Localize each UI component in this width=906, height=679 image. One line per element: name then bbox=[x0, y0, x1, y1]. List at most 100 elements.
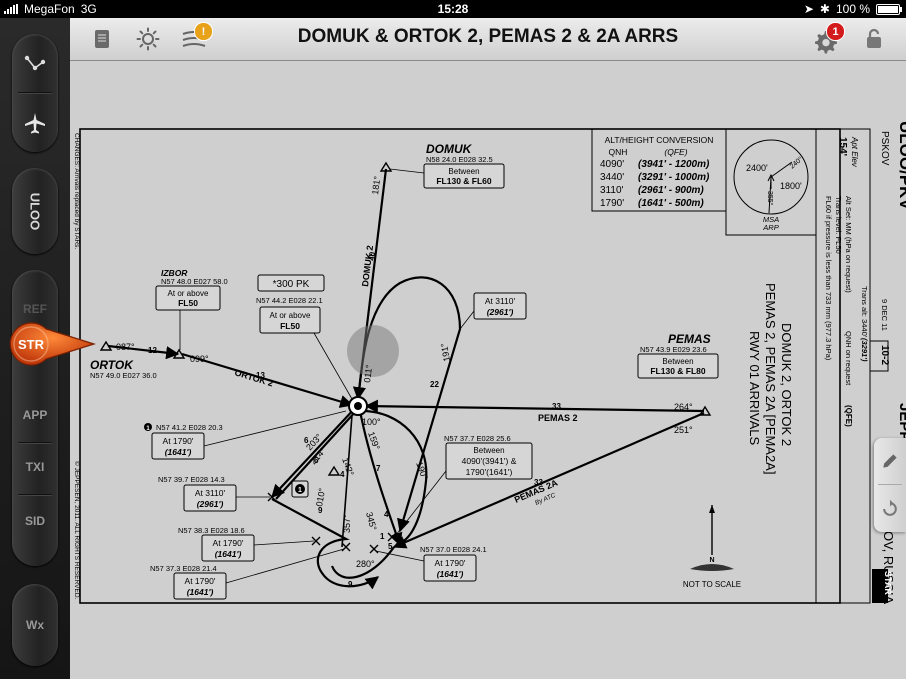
waypoint-alt: At 1790' bbox=[435, 558, 466, 568]
conv-row-qnh: 4090' bbox=[600, 159, 624, 170]
waypoint-cross bbox=[267, 492, 277, 502]
waypoint-alt: At 1790' bbox=[163, 436, 194, 446]
clock: 15:28 bbox=[437, 2, 469, 16]
distance-label: 4 bbox=[340, 470, 345, 479]
note-1-marker-plan: 1 bbox=[298, 487, 302, 494]
conv-row-qnh: 3110' bbox=[600, 185, 624, 196]
airplane-icon bbox=[25, 113, 45, 134]
fix-ortok-name: ORTOK bbox=[90, 358, 134, 372]
msa-bearing-355: 355° bbox=[766, 191, 774, 206]
conv-row-qnh: 1790' bbox=[600, 198, 624, 209]
waypoint-between-label: Between bbox=[473, 446, 504, 455]
route-leg-east-loop bbox=[361, 409, 428, 545]
settings-button[interactable]: 1 bbox=[812, 22, 846, 56]
fix-pemas-coords: N57 43.9 E029 23.6 bbox=[640, 345, 707, 354]
fix-pemas-symbol bbox=[698, 405, 712, 416]
bearing-label: 087° bbox=[116, 342, 135, 352]
nav-ref[interactable]: REF bbox=[23, 302, 47, 316]
route-leg-159 bbox=[358, 410, 403, 547]
nav-app[interactable]: APP bbox=[22, 408, 48, 422]
waypoint-alt: At 3110' bbox=[195, 488, 226, 498]
fix-domuk-constraint-label: Between bbox=[448, 167, 479, 176]
fix-izbor-coords: N57 48.0 E027 58.0 bbox=[161, 277, 228, 286]
carrier-label: MegaFon bbox=[24, 2, 75, 16]
sun-brightness-icon[interactable] bbox=[136, 27, 160, 51]
airport-code: ULOO/PKV bbox=[896, 121, 906, 210]
fix-300pk-constraint: FL50 bbox=[280, 321, 300, 331]
distance-label: 9 bbox=[348, 580, 353, 589]
alerts-badge: ! bbox=[194, 22, 213, 41]
airport-button[interactable]: ULOO bbox=[12, 186, 58, 236]
route-leg-6 bbox=[275, 410, 357, 500]
pencil-icon bbox=[883, 454, 897, 468]
conversion-title: ALT/HEIGHT CONVERSION bbox=[605, 135, 714, 145]
fix-izbor-constraint: FL50 bbox=[178, 298, 198, 308]
distance-label: 5 bbox=[388, 542, 393, 551]
bearing-label: 099° bbox=[190, 354, 209, 364]
distance-label: 40 bbox=[367, 251, 377, 261]
route-pemas2a bbox=[392, 411, 705, 549]
signal-bars-icon bbox=[4, 4, 18, 14]
procedure-title-2: PEMAS 2, PEMAS 2A [PEMA2A] bbox=[763, 283, 778, 474]
qfe-label: (QFE) bbox=[844, 405, 853, 427]
nav-str-active[interactable]: STR bbox=[8, 321, 96, 367]
sidebar-top-group bbox=[12, 34, 58, 152]
approach-chart: CHANGES: Arrivals replaced by STARs. © J… bbox=[73, 121, 906, 605]
distance-label: 7 bbox=[376, 464, 381, 473]
route-ortok2 bbox=[181, 352, 354, 408]
msa-alt-right: 1800' bbox=[780, 181, 802, 191]
alt-set-note: Alt Set: MM (hPa on request) bbox=[844, 196, 853, 293]
waypoint-alt: 4090'(3941') & bbox=[462, 456, 517, 466]
pencil-button[interactable] bbox=[874, 438, 906, 484]
waypoint-qfe: (2961') bbox=[197, 499, 224, 509]
waypoint-coords: N57 37.3 E028 21.4 bbox=[150, 564, 217, 573]
aircraft-position-highlight bbox=[347, 325, 399, 377]
distance-label: 33 bbox=[534, 478, 543, 487]
waypoint-cross bbox=[311, 536, 321, 546]
lock-icon[interactable] bbox=[862, 27, 886, 51]
waypoint-qfe: 1790'(1641') bbox=[466, 467, 513, 477]
distance-label: 12 bbox=[148, 346, 157, 355]
location-arrow-icon: ➤ bbox=[803, 2, 814, 16]
alerts-button[interactable]: ! bbox=[180, 22, 214, 56]
bearing-label: 264° bbox=[674, 402, 693, 412]
waypoint-qfe: (1641') bbox=[437, 569, 464, 579]
hold-constraint-qfe: (2961') bbox=[487, 307, 514, 317]
nav-sid[interactable]: SID bbox=[24, 514, 45, 528]
approach-chart-viewer[interactable]: CHANGES: Arrivals replaced by STARs. © J… bbox=[70, 61, 906, 679]
fix-izbor-constraint-label: At or above bbox=[168, 289, 209, 298]
waypoint-alt: At 1790' bbox=[213, 538, 244, 548]
city-name: PSKOV bbox=[879, 131, 890, 166]
wx-button[interactable]: Wx bbox=[26, 618, 44, 632]
nav-txi[interactable]: TXI bbox=[25, 460, 45, 474]
aircraft-button[interactable] bbox=[12, 98, 58, 148]
document-icon[interactable] bbox=[90, 27, 114, 51]
waypoint-coords: N57 37.0 E028 24.1 bbox=[420, 545, 487, 554]
status-left: MegaFon 3G bbox=[4, 2, 97, 16]
chart-plan-frame bbox=[79, 128, 841, 604]
bearing-label: 181° bbox=[370, 175, 382, 195]
distance-label: 1 bbox=[380, 532, 385, 541]
status-bar: MegaFon 3G 15:28 ➤ ✱ 100 % bbox=[0, 0, 906, 18]
conv-row-qfe: (1641' - 500m) bbox=[638, 198, 704, 209]
undo-button[interactable] bbox=[874, 486, 906, 532]
undo-icon bbox=[883, 499, 897, 516]
procedure-title-1: DOMUK 2, ORTOK 2 bbox=[779, 323, 794, 446]
msa-arp-label: ARP bbox=[762, 223, 778, 232]
bluetooth-icon: ✱ bbox=[819, 2, 830, 16]
route-icon bbox=[24, 55, 46, 71]
waypoint-coords: N57 39.7 E028 14.3 bbox=[158, 475, 225, 484]
fix-ortok-coords: N57 49.0 E027 36.0 bbox=[90, 371, 157, 380]
apt-elev-label: Apt Elev bbox=[850, 136, 859, 168]
conv-row-qnh: 3440' bbox=[600, 172, 624, 183]
bearing-label: 011° bbox=[362, 364, 374, 383]
distance-label: 4 bbox=[384, 510, 389, 519]
wx-group: Wx bbox=[12, 584, 58, 666]
bearing-label: 100° bbox=[362, 417, 381, 427]
airport-group: ULOO bbox=[12, 168, 58, 254]
route-button[interactable] bbox=[12, 39, 58, 89]
trans-alt-value: Trans alt: 3440' bbox=[860, 286, 869, 338]
distance-label: 13 bbox=[256, 371, 265, 380]
fix-izbor-symbol bbox=[172, 348, 186, 359]
annotation-tools bbox=[874, 438, 906, 532]
